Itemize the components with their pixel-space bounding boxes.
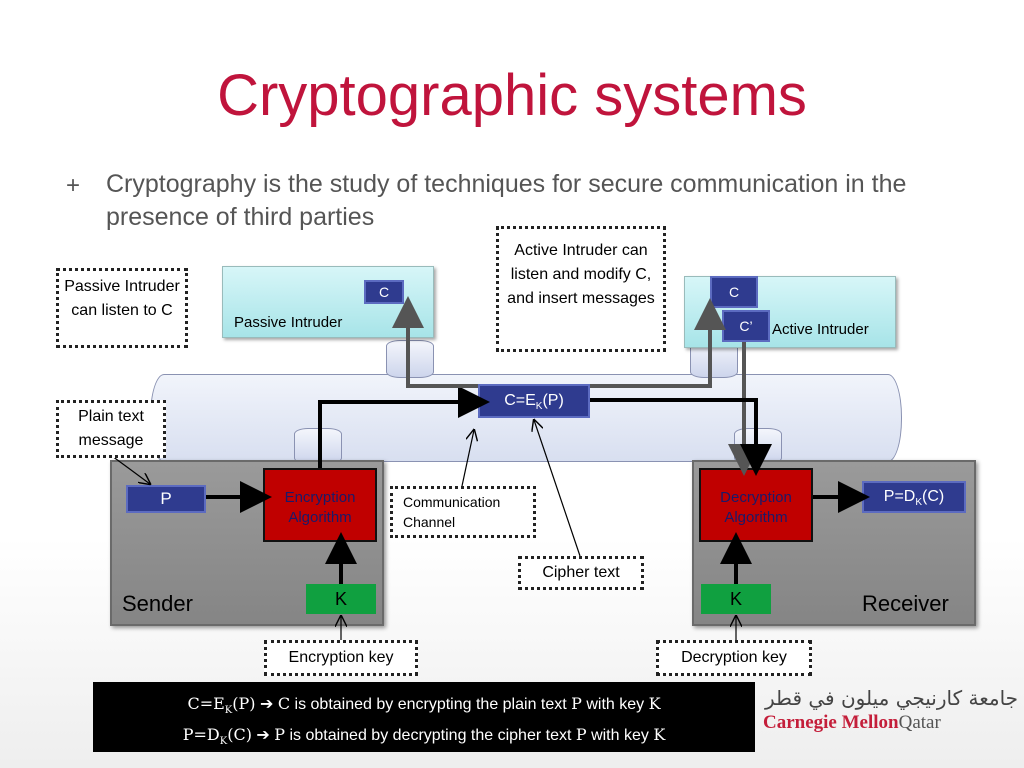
- receiver-label: Receiver: [862, 591, 949, 616]
- arrow-icon: ➔: [259, 696, 274, 713]
- ciphertext-pointer: [534, 420, 581, 557]
- active-intruder-c: C: [710, 276, 758, 308]
- active-intruder-label: Active Intruder: [772, 321, 869, 338]
- receiver-key: K: [701, 584, 771, 614]
- legend1-lhs-main: C=E: [187, 694, 225, 713]
- logo-name-sub: Qatar: [898, 712, 941, 733]
- decryption-key-callout: Decryption key: [656, 640, 812, 676]
- legend2-lhs-sub: K: [219, 736, 228, 748]
- channel-to-active-arrow: [590, 298, 726, 388]
- active-intruder-c-prime: C’: [722, 310, 770, 342]
- encryption-key-callout: Encryption key: [264, 640, 418, 676]
- legend1-var2: P: [571, 694, 582, 713]
- legend2-lhs-rest: (C): [227, 725, 252, 745]
- legend1-lhs-sub: K: [224, 705, 233, 717]
- channel-to-decryption-arrow: [590, 398, 772, 476]
- plain-text-callout: Plain text message: [56, 400, 166, 458]
- bullet-marker: +: [66, 172, 81, 199]
- bullet-text: Cryptography is the study of techniques …: [106, 170, 907, 231]
- legend2-var2: P: [575, 725, 587, 745]
- receiver-output-main: P=D: [883, 488, 916, 505]
- arrow-icon: ➔: [256, 727, 270, 745]
- legend2-lhs-main: P=D: [182, 725, 220, 745]
- plaintext-p: P: [126, 485, 206, 513]
- active-intruder-callout: Active Intruder can listen and modify C,…: [496, 226, 666, 352]
- logo-arabic: جامعة كارنيجي ميلون في قطر: [765, 686, 1019, 710]
- cipher-text-callout: Cipher text: [518, 556, 644, 590]
- legend2-text1: is obtained by decrypting the cipher tex…: [285, 727, 576, 745]
- sender-label: Sender: [122, 591, 193, 616]
- passive-intruder-label: Passive Intruder: [234, 314, 343, 331]
- legend2-text2: with key: [586, 727, 654, 745]
- legend2-var: P: [274, 725, 286, 745]
- receiver-output: P=DK(C): [862, 481, 966, 513]
- passive-intruder-callout: Passive Intruder can listen to C: [56, 268, 188, 348]
- passive-tap-arrow: [392, 296, 478, 388]
- legend-line-1: C=EK(P) ➔ C is obtained by encrypting th…: [93, 692, 755, 723]
- ciphertext-value: C=EK(P): [478, 384, 590, 418]
- legend1-lhs-rest: (P): [232, 694, 256, 713]
- ciphertext-rest: (P): [542, 392, 564, 409]
- channel-callout: Communication Channel: [390, 486, 536, 538]
- encryption-algorithm: Encryption Algorithm: [263, 468, 377, 542]
- receiver-output-rest: (C): [922, 488, 945, 505]
- legend-box: C=EK(P) ➔ C is obtained by encrypting th…: [93, 682, 755, 752]
- decryption-algorithm: Decryption Algorithm: [699, 468, 813, 542]
- legend-line-2: P=DK(C) ➔ P is obtained by decrypting th…: [93, 723, 755, 754]
- plaintext-pointer: [111, 455, 150, 484]
- legend1-var: C: [277, 694, 291, 713]
- ciphertext-sub: K: [535, 401, 543, 413]
- sender-key: K: [306, 584, 376, 614]
- channel-pointer: [461, 430, 474, 487]
- legend1-var3: K: [648, 694, 661, 713]
- page-title: Cryptographic systems: [217, 63, 807, 128]
- sender-to-channel-arrow: [318, 386, 490, 468]
- ciphertext-main: C=E: [504, 392, 536, 409]
- logo-name-main: Carnegie Mellon: [763, 712, 899, 733]
- legend2-var3: K: [653, 725, 666, 745]
- logo-name: Carnegie MellonQatar: [763, 712, 941, 734]
- legend1-text1: is obtained by encrypting the plain text: [290, 696, 572, 713]
- legend1-text2: with key: [581, 696, 649, 713]
- receiver-output-sub: K: [915, 497, 923, 509]
